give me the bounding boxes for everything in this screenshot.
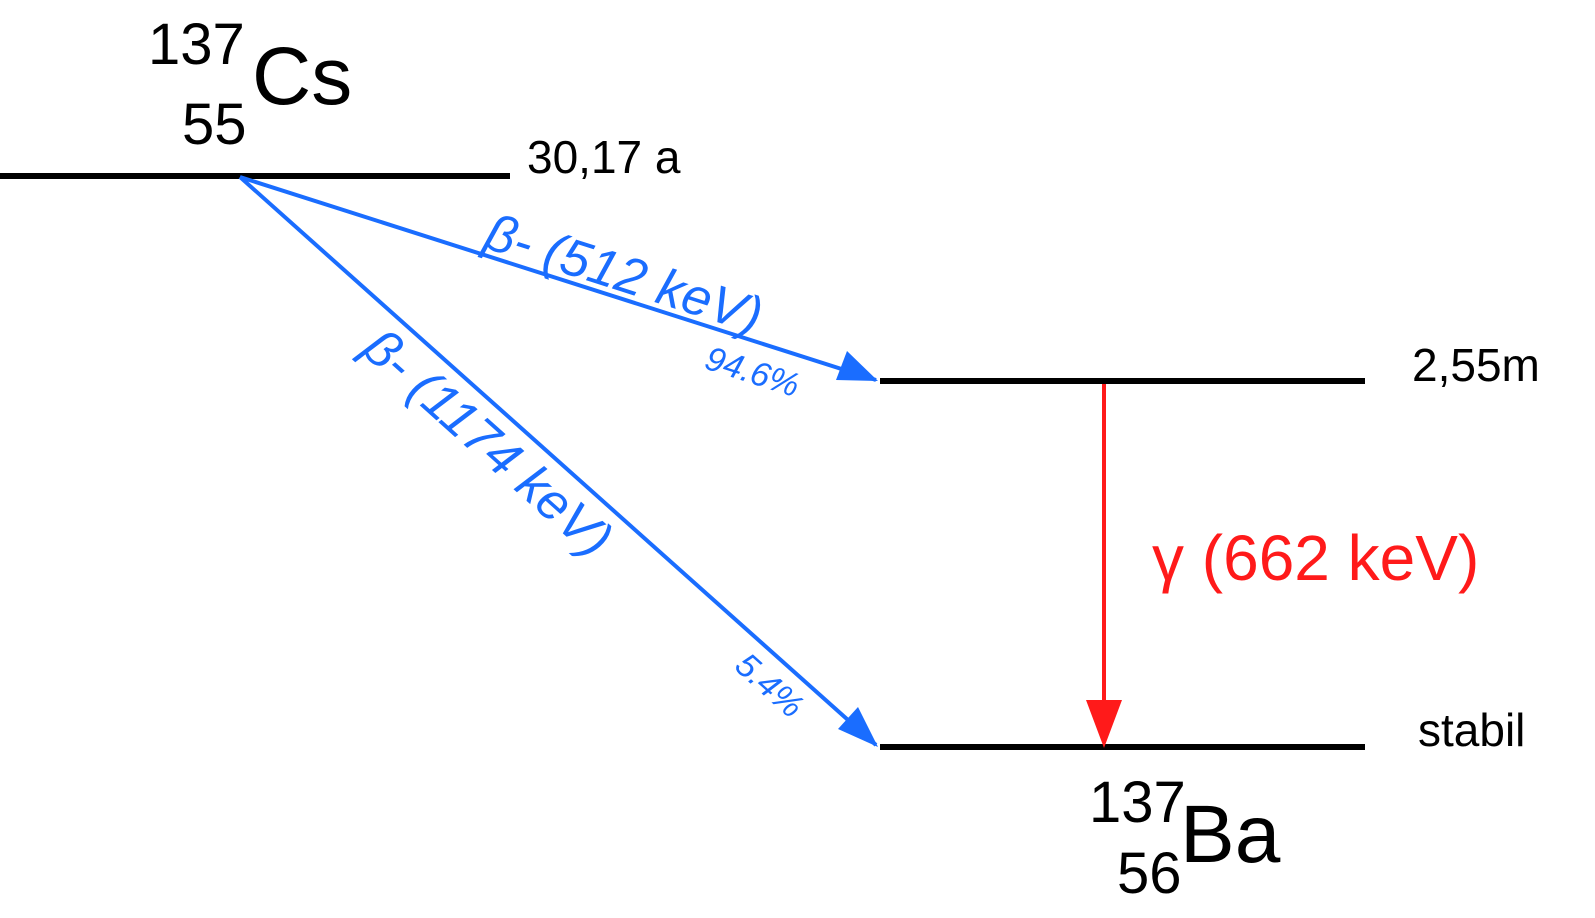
beta-decay-512-arrow — [239, 175, 878, 382]
gamma-transition-label: γ (662 keV) — [1152, 522, 1479, 594]
intermediate-halflife: 2,55m — [1412, 339, 1540, 391]
daughter-nuclide-label: 137 56 Ba — [1089, 770, 1281, 906]
parent-nuclide-label: 137 55 Cs — [148, 12, 352, 157]
parent-mass-number: 137 — [148, 12, 245, 77]
parent-symbol: Cs — [252, 31, 352, 122]
beta-decay-512-branch: 94.6% — [701, 339, 804, 405]
beta-decay-512-label: β- (512 keV) — [476, 203, 769, 346]
daughter-mass-number: 137 — [1089, 770, 1186, 835]
beta-decay-1174-label: β- (1174 keV) — [351, 316, 624, 569]
ground-halflife: stabil — [1418, 704, 1525, 756]
beta-decay-1174-arrow — [238, 175, 878, 747]
beta-decay-1174-branch: 5.4% — [728, 646, 811, 726]
parent-halflife: 30,17 a — [527, 131, 681, 183]
daughter-atomic-number: 56 — [1117, 841, 1182, 906]
daughter-symbol: Ba — [1180, 789, 1281, 880]
gamma-transition-arrow — [1086, 384, 1122, 748]
parent-atomic-number: 55 — [182, 92, 247, 157]
